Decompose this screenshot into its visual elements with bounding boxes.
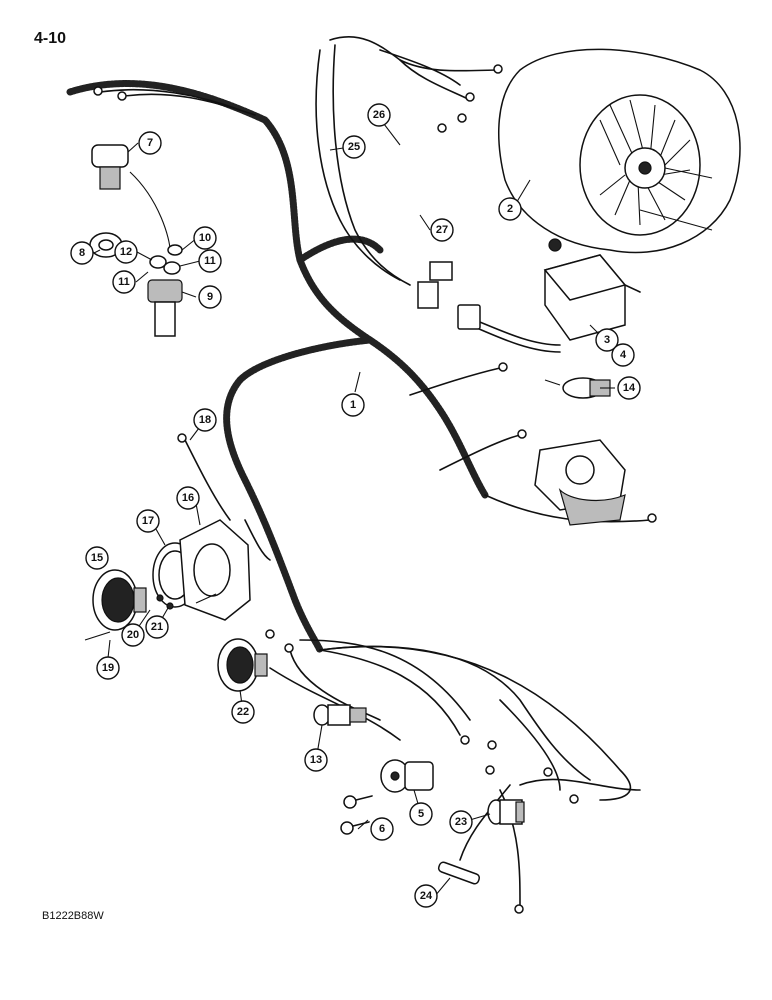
key-switch-5	[380, 759, 434, 793]
callout-2: 2	[498, 197, 522, 221]
fuse-24	[437, 861, 481, 885]
svg-text:10: 10	[199, 232, 211, 244]
callout-24: 24	[414, 884, 438, 908]
callout-12: 12	[114, 240, 138, 264]
callout-15: 15	[85, 546, 109, 570]
svg-text:1: 1	[350, 399, 356, 411]
callout-19: 19	[96, 656, 120, 680]
voltage-regulator	[457, 238, 641, 341]
main-harness	[66, 80, 489, 654]
callout-11-right: 11	[198, 249, 222, 273]
callout-23: 23	[449, 810, 473, 834]
svg-text:11: 11	[118, 276, 130, 288]
callout-25: 25	[342, 135, 366, 159]
svg-text:23: 23	[455, 816, 467, 828]
starter-solenoid	[534, 439, 626, 526]
svg-text:2: 2	[507, 203, 513, 215]
callout-16: 16	[176, 486, 200, 510]
svg-text:6: 6	[379, 823, 385, 835]
svg-text:14: 14	[623, 382, 636, 394]
figure-code: B1222B88W	[42, 910, 104, 922]
svg-text:25: 25	[348, 141, 360, 153]
svg-text:15: 15	[91, 552, 103, 564]
svg-text:20: 20	[127, 629, 139, 641]
callout-18: 18	[193, 408, 217, 432]
svg-text:16: 16	[182, 492, 194, 504]
callout-5: 5	[409, 802, 433, 826]
svg-text:18: 18	[199, 414, 211, 426]
svg-text:4: 4	[620, 349, 627, 361]
ring-terminals	[93, 64, 657, 914]
svg-text:13: 13	[310, 754, 322, 766]
callout-22: 22	[231, 700, 255, 724]
svg-text:26: 26	[373, 109, 385, 121]
gauge-22	[217, 638, 268, 692]
callout-6: 6	[370, 817, 394, 841]
sender-14	[544, 377, 611, 399]
svg-text:17: 17	[142, 515, 154, 527]
page-number: 4-10	[34, 30, 67, 47]
socket-23	[487, 799, 525, 825]
callout-21: 21	[145, 615, 169, 639]
callout-27: 27	[430, 218, 454, 242]
svg-text:12: 12	[120, 246, 132, 258]
callout-17: 17	[136, 509, 160, 533]
svg-text:21: 21	[151, 621, 163, 633]
svg-text:9: 9	[207, 291, 213, 303]
switch-9	[147, 244, 183, 337]
svg-text:11: 11	[204, 255, 216, 267]
callout-9: 9	[198, 285, 222, 309]
callout-4: 4	[611, 343, 635, 367]
callout-13: 13	[304, 748, 328, 772]
callout-7: 7	[138, 131, 162, 155]
connector-plugs	[417, 261, 453, 309]
svg-text:3: 3	[604, 334, 610, 346]
callout-3: 3	[595, 328, 619, 352]
callout-1: 1	[341, 393, 365, 417]
callout-11-left: 11	[112, 270, 136, 294]
gauge-15	[84, 569, 147, 641]
svg-text:27: 27	[436, 224, 448, 236]
keys-6	[340, 795, 373, 835]
svg-text:8: 8	[79, 247, 85, 259]
callout-8: 8	[70, 241, 94, 265]
mounting-plate-16	[156, 519, 251, 621]
svg-text:24: 24	[420, 890, 433, 902]
callout-10: 10	[193, 226, 217, 250]
svg-text:22: 22	[237, 706, 249, 718]
svg-text:5: 5	[418, 808, 424, 820]
svg-text:7: 7	[147, 137, 153, 149]
callout-20: 20	[121, 623, 145, 647]
svg-text:19: 19	[102, 662, 114, 674]
switch-13	[313, 704, 367, 726]
callout-26: 26	[367, 103, 391, 127]
alternator	[498, 48, 741, 254]
callout-14: 14	[617, 376, 641, 400]
